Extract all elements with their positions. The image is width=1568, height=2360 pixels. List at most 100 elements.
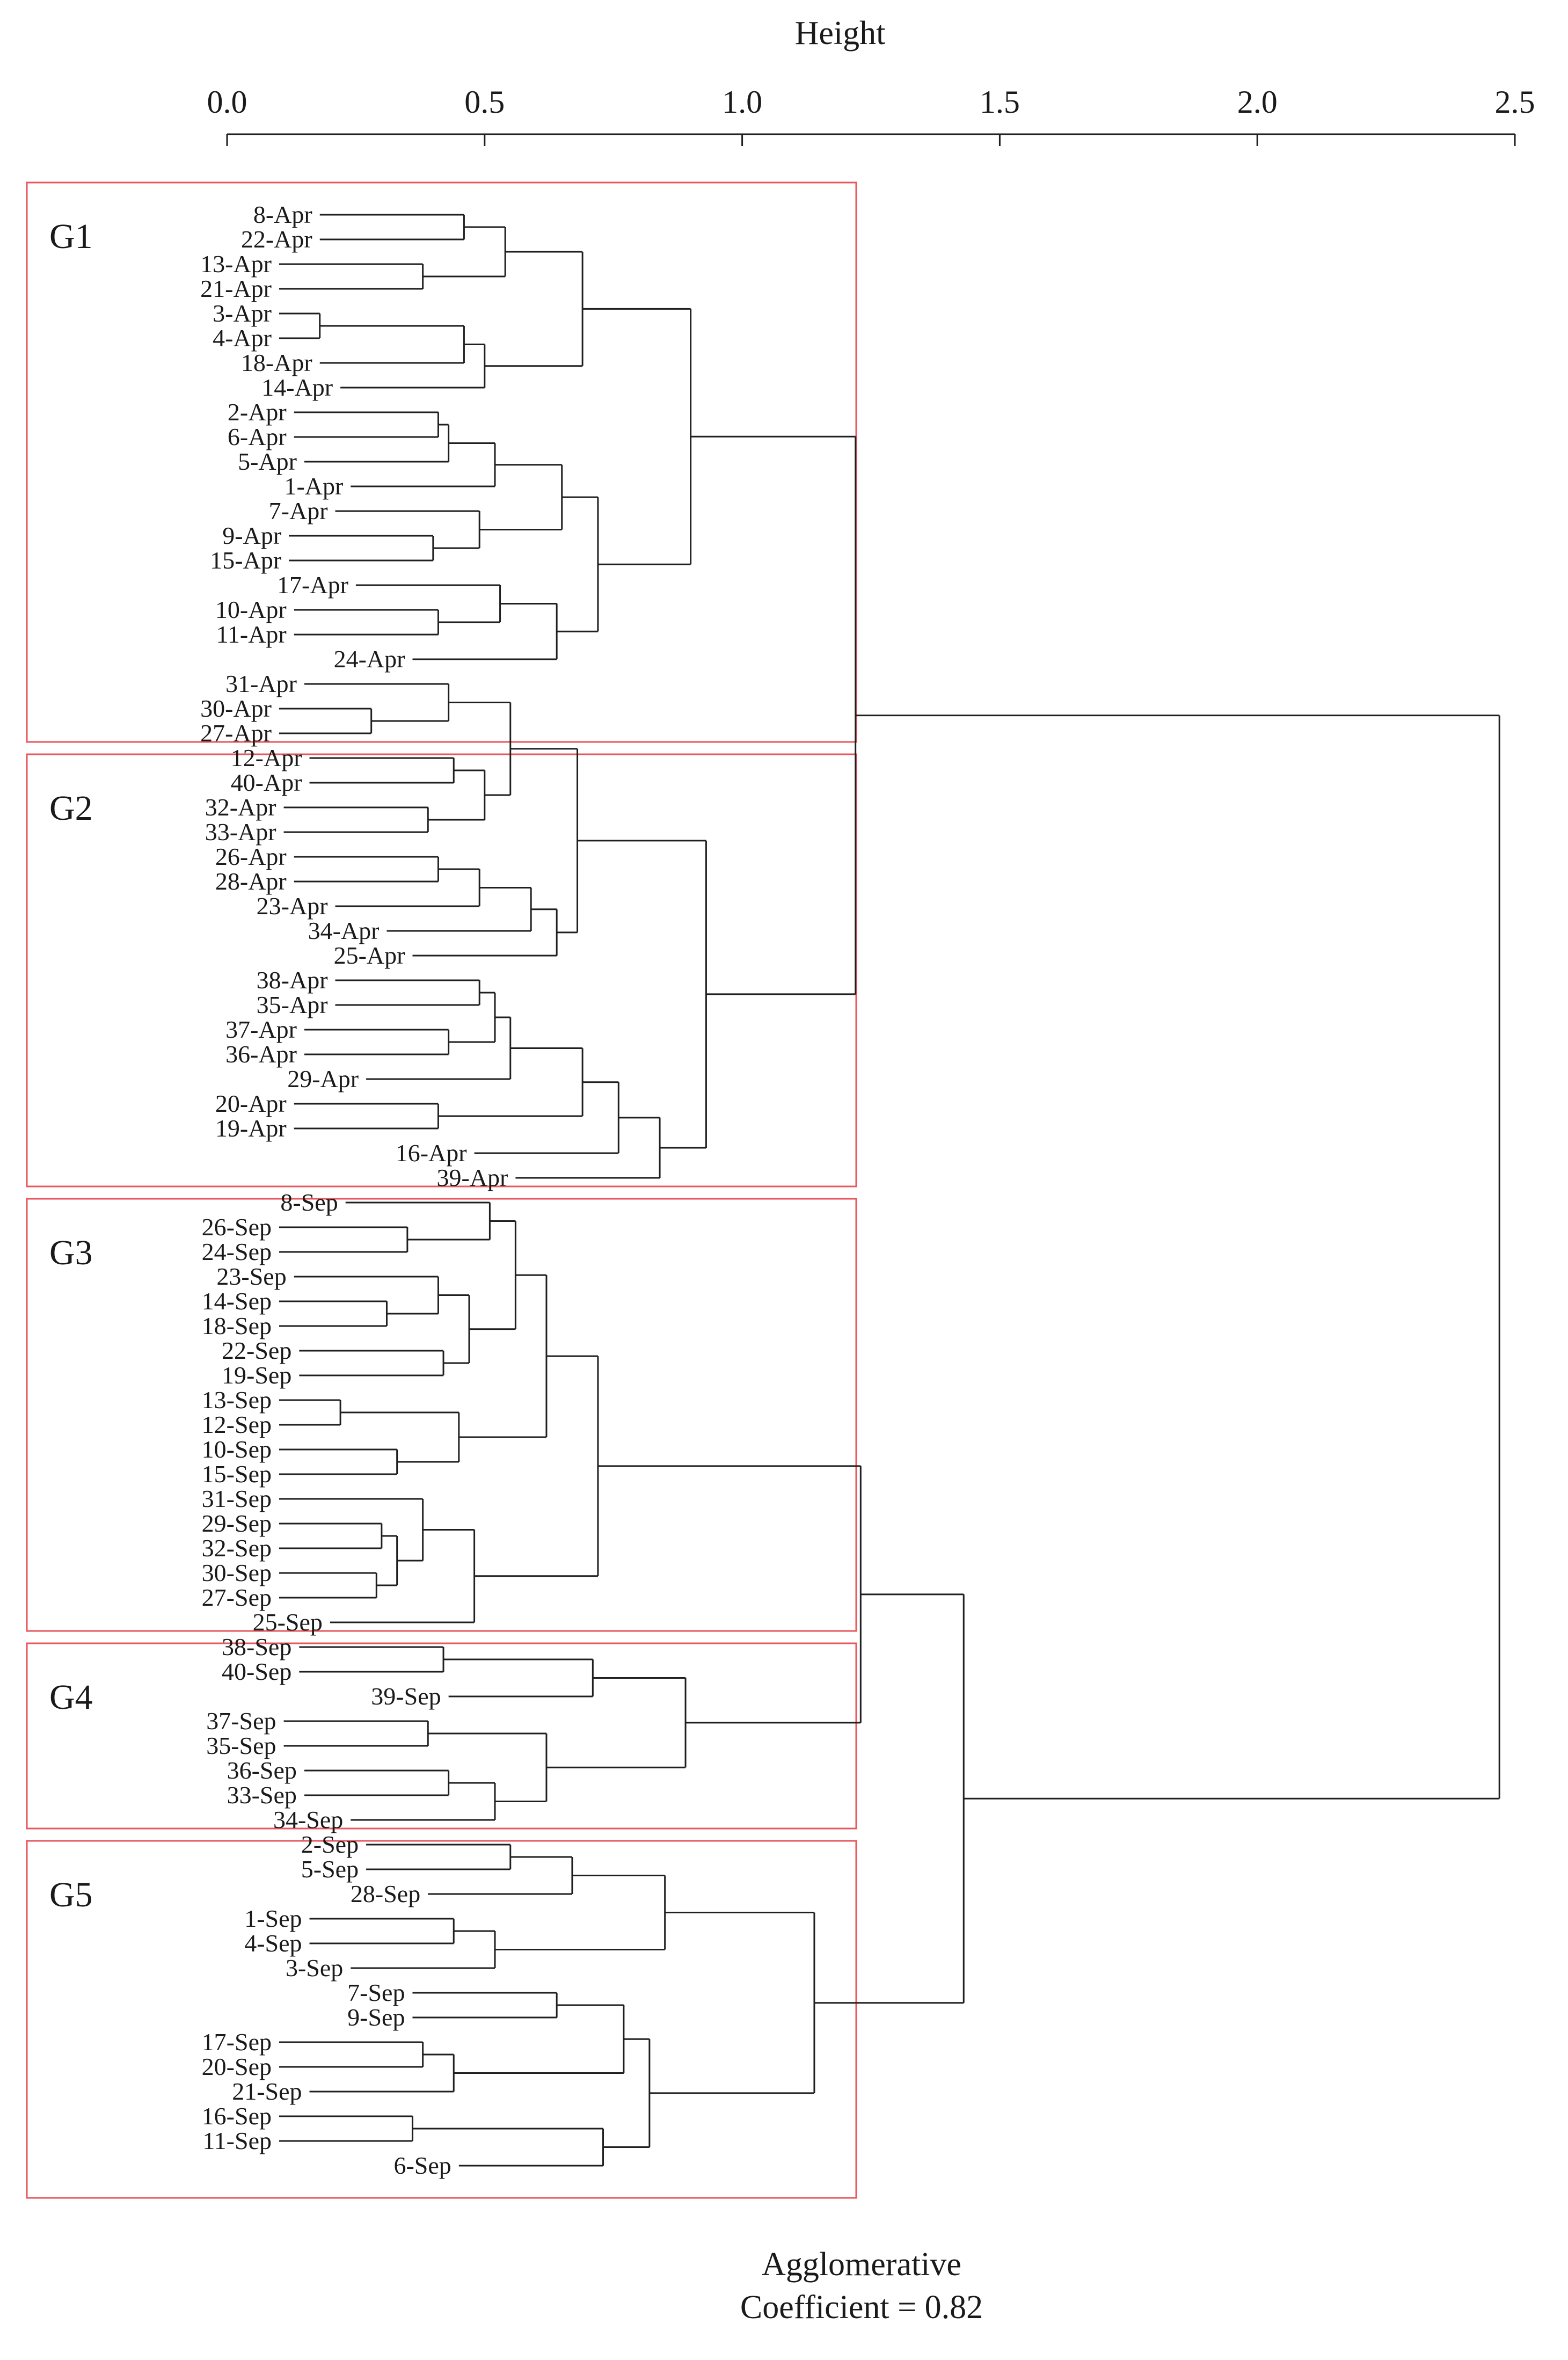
group-label: G4: [49, 1678, 93, 1717]
leaf-label: 10-Apr: [215, 596, 287, 623]
leaf-label: 16-Apr: [396, 1139, 467, 1167]
leaf-label: 29-Sep: [202, 1510, 272, 1537]
leaf-label: 32-Apr: [205, 793, 276, 821]
leaf-label: 10-Sep: [202, 1436, 272, 1463]
leaf-label: 8-Sep: [280, 1189, 338, 1216]
tick-label: 0.0: [207, 84, 247, 120]
leaf-label: 17-Apr: [277, 571, 348, 599]
leaf-label: 26-Sep: [202, 1213, 272, 1241]
leaf-labels: 8-Apr22-Apr13-Apr21-Apr3-Apr4-Apr18-Apr1…: [200, 201, 508, 2179]
leaf-label: 33-Apr: [205, 818, 276, 846]
leaf-label: 27-Sep: [202, 1584, 272, 1611]
leaf-label: 36-Sep: [227, 1757, 297, 1784]
leaf-label: 6-Apr: [228, 423, 287, 450]
leaf-label: 34-Sep: [273, 1806, 343, 1833]
axis-title: Height: [795, 15, 886, 52]
leaf-label: 20-Sep: [202, 2053, 272, 2080]
leaf-label: 15-Apr: [210, 547, 281, 574]
group-label: G5: [49, 1875, 93, 1914]
leaf-label: 40-Sep: [222, 1658, 291, 1685]
leaf-label: 13-Sep: [202, 1386, 272, 1414]
leaf-label: 18-Sep: [202, 1312, 272, 1339]
leaf-label: 30-Apr: [200, 695, 272, 722]
leaf-label: 4-Apr: [213, 324, 272, 352]
leaf-label: 12-Apr: [231, 744, 302, 771]
leaf-label: 34-Apr: [308, 917, 380, 944]
axis-ticks: 0.0 0.5 1.0 1.5 2.0 2.5: [207, 84, 1535, 146]
leaf-label: 23-Sep: [216, 1263, 286, 1290]
leaf-label: 30-Sep: [202, 1559, 272, 1586]
tick-label: 1.0: [722, 84, 762, 120]
leaf-label: 14-Apr: [261, 374, 333, 401]
leaf-label: 15-Sep: [202, 1460, 272, 1488]
leaf-label: 3-Apr: [213, 300, 272, 327]
leaf-label: 31-Sep: [202, 1485, 272, 1512]
tree-lines: [279, 214, 1500, 2167]
leaf-label: 28-Apr: [215, 868, 287, 895]
leaf-label: 36-Apr: [225, 1040, 297, 1068]
group-label: G1: [49, 217, 93, 256]
leaf-label: 31-Apr: [225, 670, 297, 697]
leaf-label: 9-Apr: [222, 522, 281, 549]
leaf-label: 2-Apr: [228, 398, 287, 426]
leaf-label: 11-Sep: [202, 2127, 272, 2154]
leaf-label: 25-Apr: [334, 942, 405, 969]
group-box-g4: [26, 1642, 857, 1830]
leaf-label: 35-Sep: [206, 1732, 276, 1759]
group-label: G2: [49, 789, 93, 828]
leaf-label: 38-Apr: [257, 966, 328, 994]
leaf-label: 39-Sep: [371, 1682, 441, 1710]
leaf-label: 21-Sep: [232, 2078, 302, 2105]
leaf-label: 24-Sep: [202, 1238, 272, 1265]
group-box-g5: [26, 1840, 857, 2199]
leaf-label: 4-Sep: [244, 1929, 302, 1957]
leaf-label: 27-Apr: [200, 719, 272, 747]
leaf-label: 8-Apr: [253, 201, 312, 228]
leaf-label: 12-Sep: [202, 1411, 272, 1438]
leaf-label: 11-Apr: [216, 621, 287, 648]
leaf-label: 1-Apr: [284, 472, 343, 500]
leaf-label: 5-Apr: [238, 448, 297, 475]
leaf-label: 28-Sep: [351, 1880, 420, 1907]
leaf-label: 24-Apr: [334, 645, 405, 673]
leaf-label: 23-Apr: [257, 892, 328, 920]
leaf-label: 13-Apr: [200, 250, 272, 278]
leaf-label: 37-Sep: [206, 1707, 276, 1735]
leaf-label: 16-Sep: [202, 2102, 272, 2130]
leaf-label: 19-Sep: [222, 1361, 291, 1389]
leaf-label: 22-Apr: [241, 225, 312, 253]
leaf-label: 7-Apr: [269, 497, 328, 525]
leaf-label: 29-Apr: [287, 1065, 359, 1092]
leaf-label: 3-Sep: [286, 1954, 343, 1982]
footnote-line-1: Agglomerative: [762, 2246, 961, 2283]
leaf-label: 6-Sep: [393, 2152, 451, 2179]
leaf-label: 14-Sep: [202, 1287, 272, 1315]
leaf-label: 21-Apr: [200, 275, 272, 302]
leaf-label: 1-Sep: [244, 1905, 302, 1932]
leaf-label: 40-Apr: [231, 769, 302, 796]
tick-label: 1.5: [980, 84, 1020, 120]
tick-label: 2.5: [1495, 84, 1535, 120]
tick-label: 0.5: [464, 84, 505, 120]
tick-label: 2.0: [1237, 84, 1278, 120]
leaf-label: 20-Apr: [215, 1090, 287, 1117]
footnote-line-2: Coefficient = 0.82: [740, 2289, 983, 2326]
leaf-label: 33-Sep: [227, 1781, 297, 1809]
leaf-label: 25-Sep: [253, 1608, 323, 1636]
leaf-label: 5-Sep: [301, 1855, 359, 1883]
leaf-label: 37-Apr: [225, 1016, 297, 1043]
group-label: G3: [49, 1233, 93, 1272]
leaf-label: 18-Apr: [241, 349, 312, 376]
leaf-label: 9-Sep: [347, 2004, 405, 2031]
leaf-label: 7-Sep: [347, 1979, 405, 2006]
leaf-label: 19-Apr: [215, 1115, 287, 1142]
leaf-label: 39-Apr: [437, 1164, 508, 1191]
leaf-label: 22-Sep: [222, 1337, 291, 1364]
leaf-label: 2-Sep: [301, 1831, 359, 1858]
leaf-label: 35-Apr: [257, 991, 328, 1018]
leaf-label: 38-Sep: [222, 1633, 291, 1660]
leaf-label: 17-Sep: [202, 2028, 272, 2056]
leaf-label: 26-Apr: [215, 843, 287, 870]
